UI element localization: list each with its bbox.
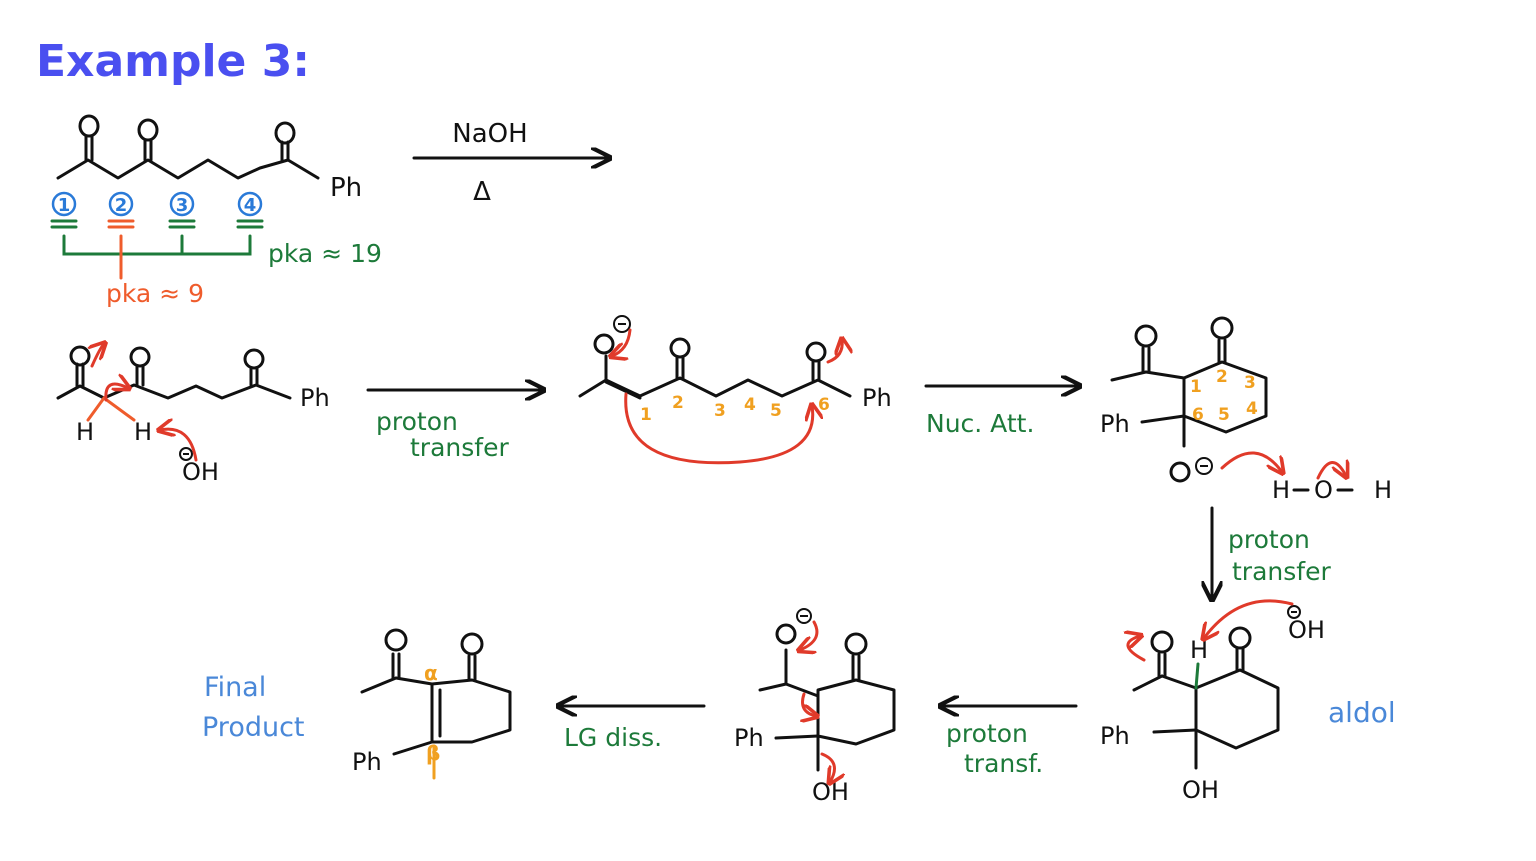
hydroxide-label: OH	[1288, 616, 1325, 644]
ring-number: 1	[1190, 377, 1202, 397]
arrow-label: proton	[946, 719, 1028, 748]
ring-number: 2	[1216, 367, 1228, 387]
final-product-label: Final	[204, 672, 266, 703]
carbon-number: 2	[672, 393, 684, 413]
negative-charge-icon	[179, 447, 193, 461]
alpha-position-4: 4	[244, 195, 257, 216]
final-product-label: Product	[202, 712, 305, 743]
alpha-position-3: 3	[176, 195, 189, 216]
alpha-label: α	[424, 661, 438, 685]
electron-arrow	[612, 328, 632, 356]
pka-green-label: pka ≈ 19	[268, 239, 382, 268]
ring-number: 3	[1244, 373, 1256, 393]
water-h-right: H	[1374, 476, 1392, 504]
negative-charge-icon	[1195, 457, 1213, 475]
negative-charge-icon	[613, 315, 631, 333]
pka-orange-label: pka ≈ 9	[106, 279, 204, 308]
arrow-label: Nuc. Att.	[926, 409, 1034, 438]
h-atom-left: H	[76, 418, 94, 446]
final-product-structure	[360, 628, 512, 780]
electron-arrow	[1204, 599, 1294, 638]
negative-charge-icon	[1287, 605, 1301, 619]
phenyl-label: Ph	[734, 724, 764, 752]
carbon-number: 3	[714, 401, 726, 421]
phenyl-label: Ph	[862, 384, 892, 412]
electron-arrow	[160, 429, 198, 462]
arrow-label: LG diss.	[564, 723, 662, 752]
electron-arrow	[1316, 462, 1346, 478]
aldol-label: aldol	[1328, 696, 1396, 729]
alpha-position-2: 2	[115, 195, 128, 216]
ring-number: 4	[1246, 399, 1258, 419]
reagent-heat: Δ	[473, 177, 491, 207]
alkoxide-ring-structure	[1110, 316, 1268, 483]
electron-arrow	[820, 752, 835, 782]
arrow-label: transfer	[410, 433, 509, 462]
electron-arrow	[92, 344, 104, 368]
reagent-naoh: NaOH	[452, 119, 527, 149]
deprotonation-structure	[56, 345, 292, 422]
electron-arrow	[1220, 451, 1282, 472]
hydroxyl-label: OH	[1182, 776, 1219, 804]
h-atom-right: H	[134, 418, 152, 446]
aldol-structure	[1132, 626, 1280, 770]
arrow-label: transf.	[964, 749, 1043, 778]
water-o: O	[1314, 476, 1333, 504]
phenyl-label: Ph	[1100, 410, 1130, 438]
electron-arrow	[1128, 636, 1144, 662]
ring-number: 5	[1218, 405, 1230, 425]
negative-charge-icon	[796, 608, 812, 624]
carbon-number: 6	[818, 395, 830, 415]
arrow-label: transfer	[1232, 557, 1331, 586]
h-atom: H	[1190, 636, 1208, 664]
enolate-elimination-structure	[758, 623, 896, 772]
starting-material: Ph	[56, 114, 362, 203]
alpha-position-markers: 1 2 3 4	[50, 191, 264, 280]
phenyl-label: Ph	[1100, 722, 1130, 750]
alpha-position-1: 1	[58, 195, 71, 216]
arrow-label: proton	[376, 407, 458, 436]
carbon-number: 5	[770, 401, 782, 421]
arrow-label: proton	[1228, 525, 1310, 554]
carbon-number: 1	[640, 405, 652, 425]
beta-label: β	[426, 741, 440, 765]
ring-number: 6	[1192, 405, 1204, 425]
page-title: Example 3:	[36, 36, 310, 87]
electron-arrow	[803, 692, 817, 716]
enolate-structure	[578, 333, 852, 400]
phenyl-label: Ph	[300, 384, 330, 412]
water-h-left: H	[1272, 476, 1290, 504]
electron-arrow	[624, 392, 813, 465]
carbon-number: 4	[744, 395, 756, 415]
electron-arrow	[104, 384, 128, 402]
hydroxide-label: OH	[182, 458, 219, 486]
electron-arrow	[800, 620, 819, 650]
phenyl-label: Ph	[330, 173, 362, 203]
electron-arrow	[826, 340, 842, 364]
phenyl-label: Ph	[352, 748, 382, 776]
